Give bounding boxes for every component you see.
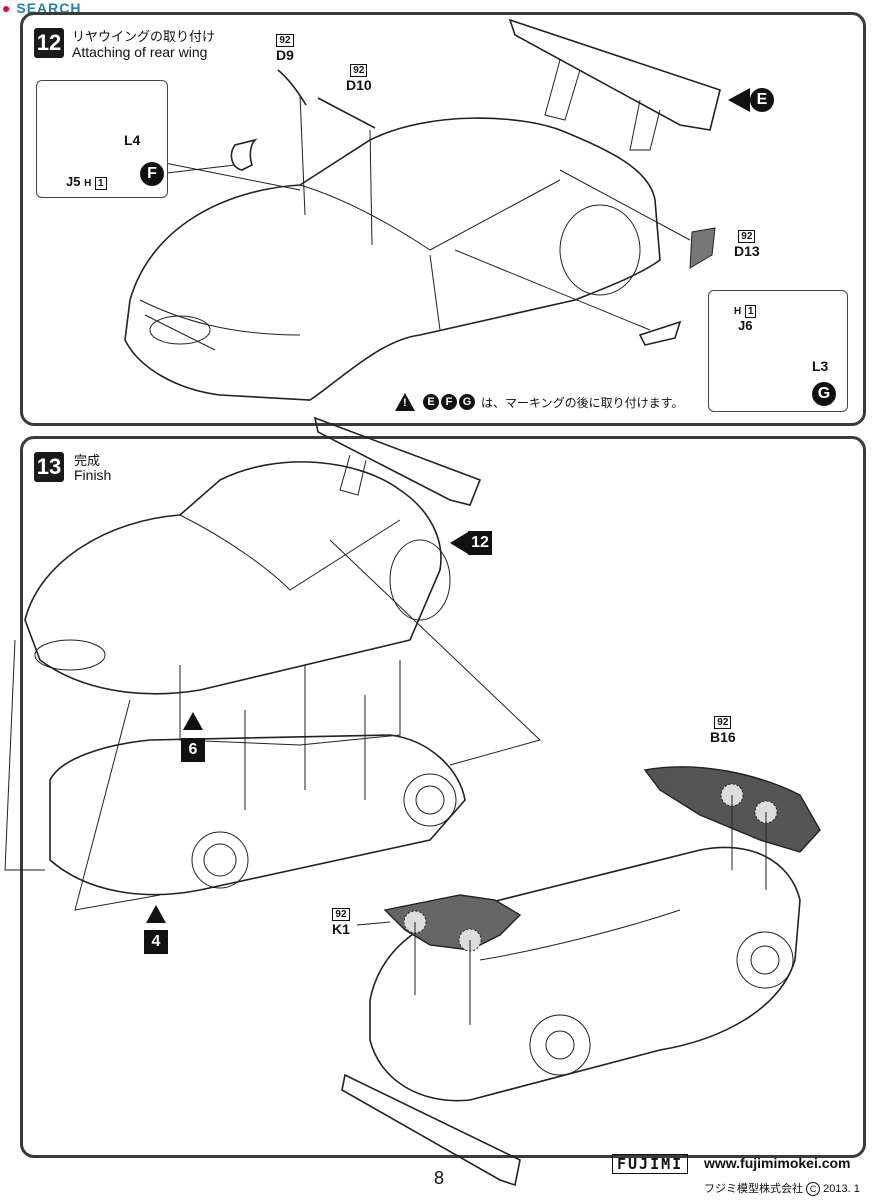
note-circle-e: E [423,394,439,410]
ref-12-arrow [450,532,468,554]
part-d13: 92 D13 [734,226,760,259]
part-j6-badge: H [734,306,742,317]
brand-logo: FUJIMI [612,1154,689,1174]
callout-g-circle: G [812,382,836,406]
part-d9-badge: 92 [276,34,294,47]
part-j5: J5 H 1 [66,174,107,190]
warning-icon: ! [395,393,415,411]
ref-4-arrow [146,905,166,923]
company-line: フジミ模型株式会社 C 2013. 1 [704,1180,860,1196]
page-number: 8 [434,1168,445,1188]
copyright-icon: C [806,1182,821,1196]
part-l4-label: L4 [124,132,141,148]
step13-title-jp: 完成 [74,453,101,468]
step13-title-en: Finish [74,467,112,483]
copyright-date: 2013. 1 [823,1183,860,1195]
step12-number: 12 [34,28,64,58]
part-k1-label: K1 [332,921,350,937]
part-d10: 92 D10 [346,60,372,93]
part-d13-badge: 92 [738,230,756,243]
company-name: フジミ模型株式会社 [704,1183,803,1195]
ref-6-arrow [183,712,203,730]
website-url: www.fujimimokei.com [704,1155,851,1171]
part-j6-label: J6 [737,318,753,333]
part-d9-label: D9 [276,47,294,63]
part-d10-badge: 92 [350,64,368,77]
part-j5-label: J5 [66,174,81,189]
ref-4-label: 4 [144,930,168,954]
part-j5-count: 1 [94,177,107,190]
part-box-g [708,290,848,412]
step12-title-en: Attaching of rear wing [72,44,208,60]
ref-6-label: 6 [181,738,205,762]
part-k1-badge: 92 [332,908,350,921]
part-j6-count: 1 [744,305,757,318]
part-b16: 92 B16 [710,712,736,745]
part-d10-label: D10 [346,77,372,93]
note-circle-g: G [459,394,475,410]
part-l3-label: L3 [812,358,829,374]
marking-note-text: は、マーキングの後に取り付けます。 [481,395,684,410]
callout-f-circle: F [140,162,164,186]
part-b16-label: B16 [710,729,736,745]
part-j6: H 1 J6 [734,302,757,333]
ref-12-label: 12 [468,531,492,555]
part-d13-label: D13 [734,243,760,259]
step13-number: 13 [34,452,64,482]
part-k1: 92 K1 [332,904,350,937]
part-b16-badge: 92 [714,716,732,729]
step12-title-jp: リヤウイングの取り付け [72,29,216,44]
callout-e-arrow [728,88,750,112]
part-j5-badge: H [84,178,92,189]
note-circle-f: F [441,394,457,410]
part-d9: 92 D9 [276,30,294,63]
marking-note: ! E F G は、マーキングの後に取り付けます。 [395,393,683,411]
watermark-logo: ● [2,0,12,16]
callout-e-circle: E [750,88,774,112]
